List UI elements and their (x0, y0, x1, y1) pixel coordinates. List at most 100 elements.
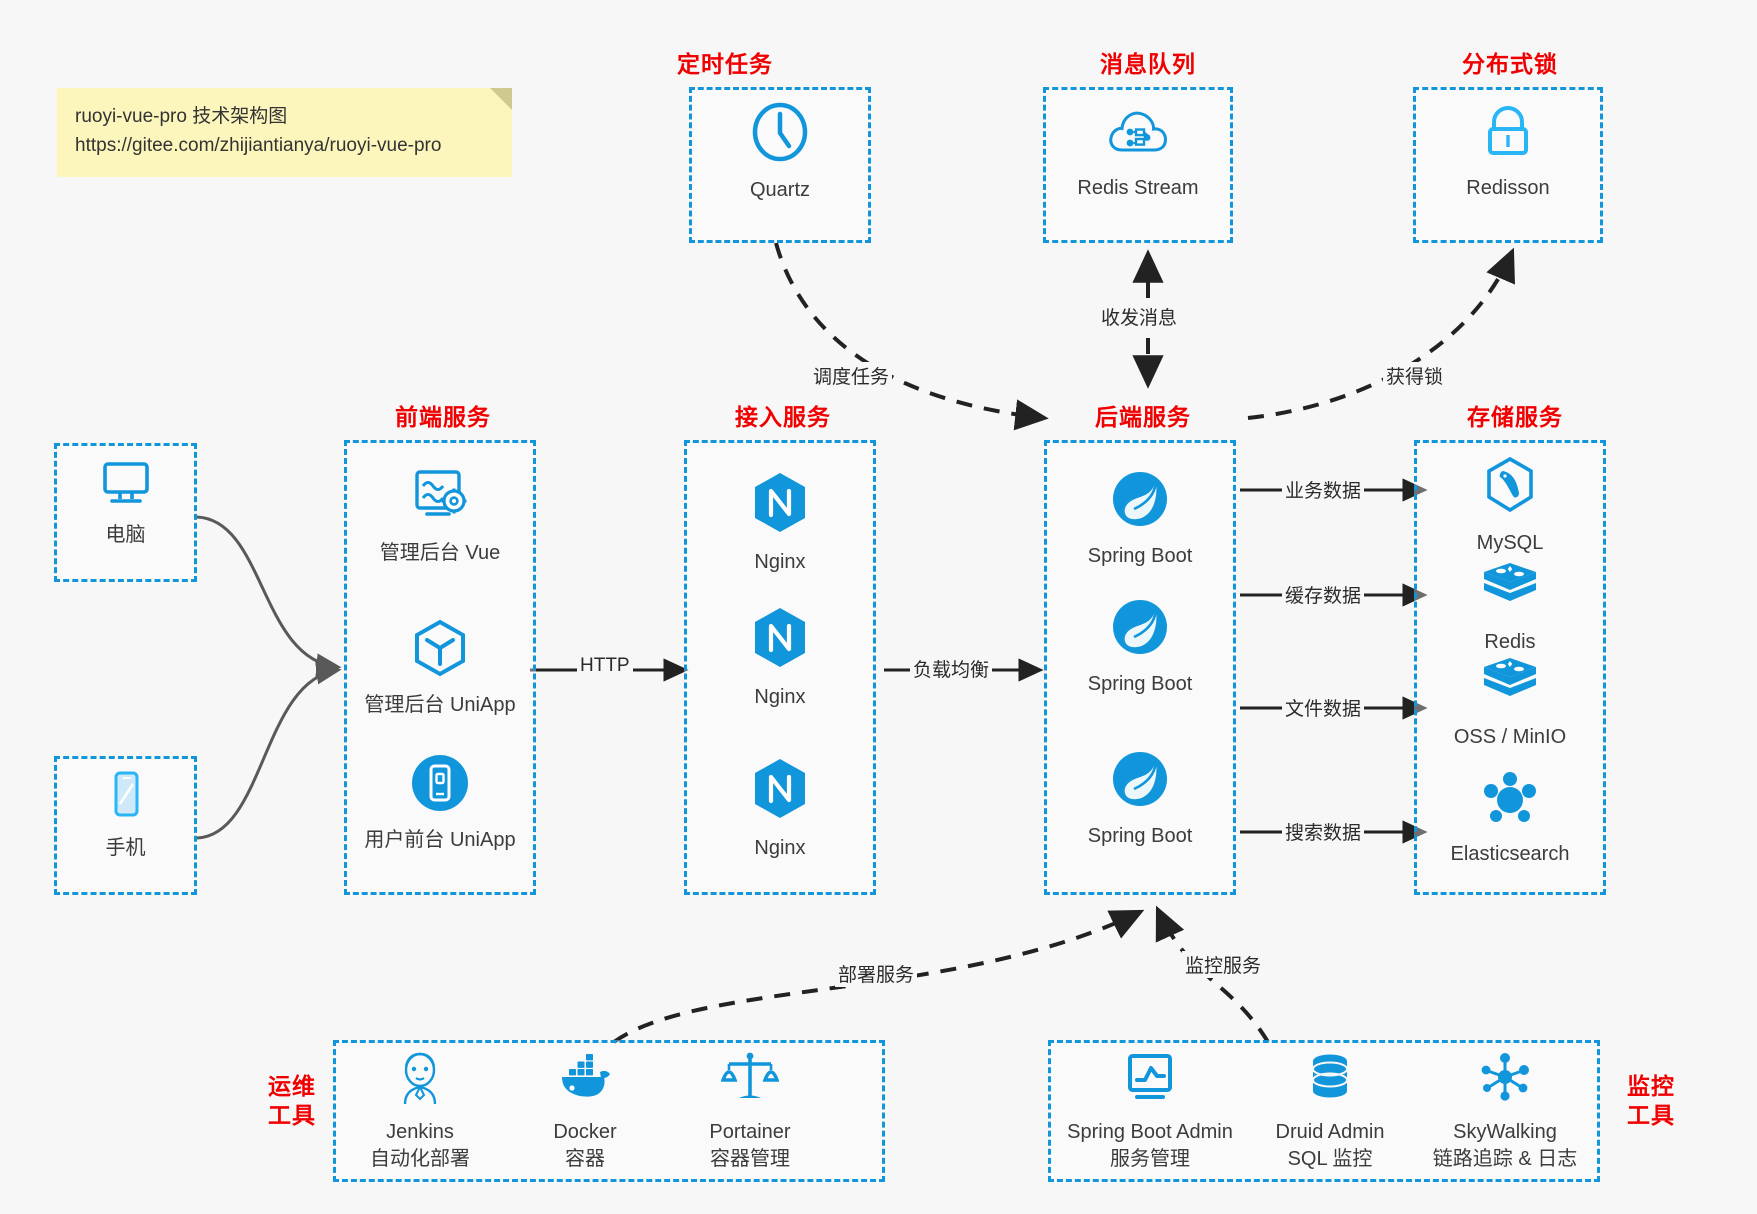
node-spring-boot-admin[interactable]: Spring Boot Admin 服务管理 (1050, 1050, 1250, 1173)
node-elasticsearch[interactable]: Elasticsearch (1414, 770, 1606, 868)
lock-icon (1478, 104, 1538, 167)
node-label: OSS / MinIO (1453, 726, 1567, 748)
spring-icon (1109, 748, 1171, 815)
node-label: Docker (553, 1121, 617, 1143)
node-oss-minio[interactable]: OSS / MinIO (1414, 655, 1606, 751)
group-title-devops: 运维 工具 (255, 1072, 329, 1130)
edge-label-deploy-service: 部署服务 (835, 960, 918, 987)
node-mysql[interactable]: MySQL (1414, 455, 1606, 557)
node-label: Redis (1484, 631, 1536, 653)
node-sublabel: 容器管理 (710, 1148, 790, 1170)
node-label: Redis Stream (1077, 177, 1199, 199)
edge-label-business-data: 业务数据 (1282, 476, 1365, 503)
mobile-app-icon (408, 752, 472, 819)
node-label: Spring Boot (1087, 673, 1193, 695)
cloud-stream-icon (1106, 104, 1170, 167)
database-icon (1302, 1050, 1358, 1111)
jenkins-icon (393, 1050, 447, 1111)
node-label: Redisson (1466, 177, 1550, 199)
node-spring-boot-2[interactable]: Spring Boot (1044, 596, 1236, 698)
phone-icon (98, 768, 154, 827)
node-label: Nginx (754, 837, 806, 859)
spring-icon (1109, 468, 1171, 535)
edge-label-load-balance: 负载均衡 (910, 655, 993, 682)
edge-pc-to-frontend (196, 515, 342, 677)
desktop-icon (98, 455, 154, 514)
note-line-url: https://gitee.com/zhijiantianya/ruoyi-vu… (75, 135, 442, 157)
edge-label-cache-data: 缓存数据 (1282, 581, 1365, 608)
node-label: Spring Boot (1087, 545, 1193, 567)
group-title-monitor-line1: 监控 (1627, 1073, 1675, 1099)
monitor-chart-icon (1121, 1050, 1179, 1111)
node-label: 手机 (105, 837, 146, 859)
node-mobile[interactable]: 手机 (54, 768, 197, 862)
group-title-storage: 存储服务 (1467, 404, 1563, 430)
group-box-devops (333, 1040, 885, 1182)
skywalking-icon (1476, 1050, 1534, 1111)
nginx-icon (750, 470, 810, 541)
group-title-monitor-line2: 工具 (1627, 1101, 1675, 1128)
node-label: MySQL (1476, 532, 1544, 554)
group-title-frontend: 前端服务 (395, 404, 491, 430)
group-title-monitor: 监控 工具 (1614, 1072, 1688, 1130)
edge-mobile-to-frontend (196, 661, 342, 840)
node-label: Nginx (754, 686, 806, 708)
edge-quartz-to-backend (774, 242, 1049, 431)
group-title-gateway: 接入服务 (735, 404, 831, 430)
redis-icon (1479, 560, 1541, 621)
note-line-title: ruoyi-vue-pro 技术架构图 (75, 106, 288, 127)
edge-label-http: HTTP (577, 655, 633, 677)
node-sublabel: 服务管理 (1110, 1148, 1190, 1170)
node-label: Spring Boot Admin (1067, 1121, 1233, 1143)
edge-label-file-data: 文件数据 (1282, 694, 1365, 721)
node-label: 管理后台 Vue (379, 542, 501, 564)
node-quartz[interactable]: Quartz (689, 100, 871, 204)
edge-label-acquire-lock: 获得锁 (1383, 362, 1447, 389)
node-portainer[interactable]: Portainer 容器管理 (670, 1050, 830, 1173)
group-box-pc (54, 443, 197, 582)
nginx-icon (750, 756, 810, 827)
node-nginx-1[interactable]: Nginx (684, 470, 876, 576)
node-admin-uniapp[interactable]: 管理后台 UniApp (344, 617, 536, 719)
node-redisson[interactable]: Redisson (1413, 104, 1603, 202)
node-skywalking[interactable]: SkyWalking 链路追踪 & 日志 (1410, 1050, 1600, 1173)
dashboard-gear-icon (407, 465, 473, 532)
node-label: 电脑 (105, 524, 146, 546)
clock-icon (748, 100, 812, 169)
group-title-backend: 后端服务 (1095, 404, 1191, 430)
node-label: Portainer (709, 1121, 791, 1143)
group-box-lock (1413, 87, 1603, 243)
node-label: Jenkins (386, 1121, 454, 1143)
edge-label-monitor-service: 监控服务 (1182, 951, 1265, 978)
node-jenkins[interactable]: Jenkins 自动化部署 (340, 1050, 500, 1173)
node-user-uniapp[interactable]: 用户前台 UniApp (344, 752, 536, 854)
nginx-icon (750, 605, 810, 676)
oss-icon (1479, 655, 1541, 716)
node-sublabel: SQL 监控 (1287, 1148, 1373, 1170)
node-spring-boot-1[interactable]: Spring Boot (1044, 468, 1236, 570)
node-label: Elasticsearch (1450, 843, 1570, 865)
edge-label-send-receive-msg: 收发消息 (1098, 303, 1181, 330)
node-label: 用户前台 UniApp (364, 829, 516, 851)
node-druid-admin[interactable]: Druid Admin SQL 监控 (1250, 1050, 1410, 1173)
node-spring-boot-3[interactable]: Spring Boot (1044, 748, 1236, 850)
node-admin-vue[interactable]: 管理后台 Vue (344, 465, 536, 567)
group-title-lock: 分布式锁 (1462, 51, 1558, 77)
group-title-mq: 消息队列 (1100, 51, 1196, 77)
node-sublabel: 链路追踪 & 日志 (1432, 1148, 1578, 1170)
mysql-icon (1479, 455, 1541, 522)
node-label: Quartz (749, 179, 811, 201)
node-redis[interactable]: Redis (1414, 560, 1606, 656)
node-pc[interactable]: 电脑 (54, 455, 197, 549)
node-nginx-2[interactable]: Nginx (684, 605, 876, 711)
node-redis-stream[interactable]: Redis Stream (1043, 104, 1233, 202)
docker-icon (556, 1050, 614, 1111)
node-docker[interactable]: Docker 容器 (505, 1050, 665, 1173)
node-sublabel: 容器 (565, 1148, 605, 1170)
group-title-scheduler: 定时任务 (677, 51, 773, 77)
node-nginx-3[interactable]: Nginx (684, 756, 876, 862)
diagram-note: ruoyi-vue-pro 技术架构图 https://gitee.com/zh… (57, 88, 512, 177)
node-label: Spring Boot (1087, 825, 1193, 847)
node-sublabel: 自动化部署 (370, 1148, 470, 1170)
